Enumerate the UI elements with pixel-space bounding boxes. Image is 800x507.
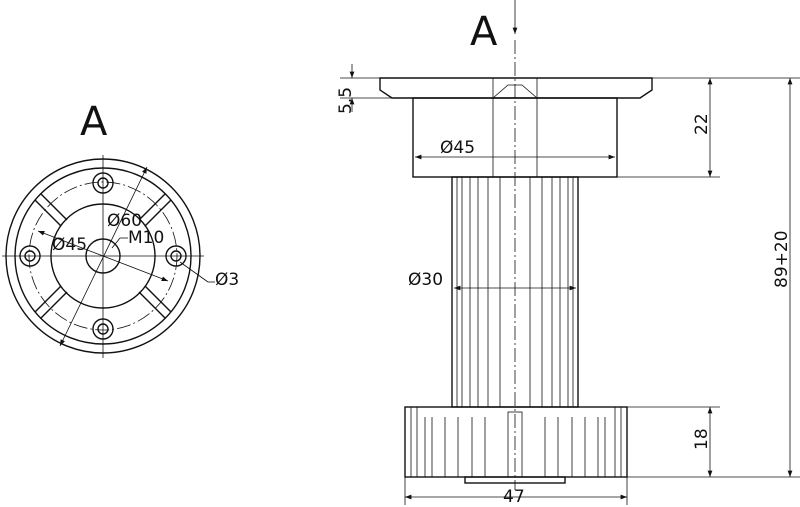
dim-outer-dia: Ø60 xyxy=(107,211,142,231)
top-view: A Ø60 Ø45 M10 Ø3 xyxy=(2,99,239,358)
dim-base-height: 18 xyxy=(692,428,712,450)
dim-collar-dia: Ø45 xyxy=(440,138,475,158)
dim-bolt-circle: Ø45 xyxy=(52,235,87,255)
dim-column-dia: Ø30 xyxy=(408,270,443,290)
dim-collar-height: 22 xyxy=(692,113,712,135)
dim-thread: M10 xyxy=(128,228,164,248)
dim-base-width: 47 xyxy=(503,487,525,507)
side-view: A xyxy=(336,0,800,507)
dim-total-height: 89+20 xyxy=(772,230,792,288)
dim-flange-thickness: 5.5 xyxy=(336,87,356,114)
view-label-a: A xyxy=(80,99,108,145)
view-arrow-label: A xyxy=(470,9,498,55)
dim-hole: Ø3 xyxy=(215,270,239,290)
